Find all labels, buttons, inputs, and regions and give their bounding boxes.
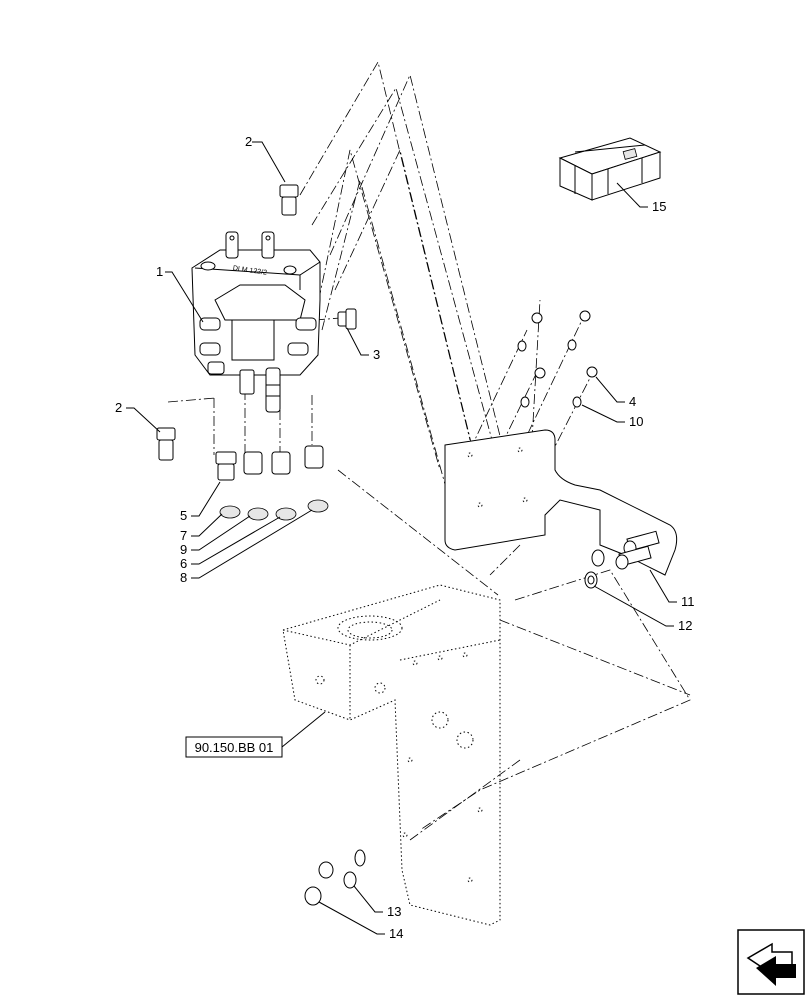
leader-lines [126, 141, 677, 935]
bolt-hardware [304, 849, 366, 906]
reference-box[interactable]: 90.150.BB 01 [185, 711, 326, 758]
callout-2-left[interactable]: 2 [115, 400, 122, 415]
bolt-14[interactable] [304, 886, 322, 906]
mounting-bracket [282, 584, 501, 926]
callout-10[interactable]: 10 [629, 414, 643, 429]
control-valve[interactable]: DLM 122/2 [191, 231, 321, 413]
plate-bracket [444, 429, 678, 576]
nut-4[interactable] [586, 366, 598, 378]
port-fittings [215, 445, 329, 521]
callout-labels: 2 1 3 2 5 7 9 6 8 4 10 11 12 13 14 15 [115, 134, 695, 941]
reference-label: 90.150.BB 01 [195, 740, 274, 755]
nuts-and-washers [517, 310, 598, 408]
fitting-side[interactable] [337, 308, 357, 330]
fitting-top[interactable] [279, 184, 299, 216]
callout-8[interactable]: 8 [180, 570, 187, 585]
callout-7[interactable]: 7 [180, 528, 187, 543]
cap-8[interactable] [307, 499, 329, 513]
cap-7[interactable] [219, 505, 241, 519]
callout-6[interactable]: 6 [180, 556, 187, 571]
callout-14[interactable]: 14 [389, 926, 403, 941]
callout-12[interactable]: 12 [678, 618, 692, 633]
callout-9[interactable]: 9 [180, 542, 187, 557]
cap-9[interactable] [247, 507, 269, 521]
washer-10[interactable] [572, 396, 582, 408]
cap-6[interactable] [275, 507, 297, 521]
callout-1[interactable]: 1 [156, 264, 163, 279]
fitting-left[interactable] [156, 427, 176, 461]
valve-marking: DLM 122/2 [232, 265, 267, 277]
next-page-arrow-icon[interactable] [737, 929, 805, 995]
callout-11[interactable]: 11 [681, 594, 695, 609]
callout-2-top[interactable]: 2 [245, 134, 252, 149]
callout-5[interactable]: 5 [180, 508, 187, 523]
callout-3[interactable]: 3 [373, 347, 380, 362]
spacers [584, 549, 605, 589]
washer-13[interactable] [343, 871, 357, 889]
kit-crate[interactable] [558, 137, 662, 201]
callout-15[interactable]: 15 [652, 199, 666, 214]
callout-13[interactable]: 13 [387, 904, 401, 919]
fitting-5[interactable] [215, 451, 237, 465]
washer-12[interactable] [584, 571, 598, 589]
callout-4[interactable]: 4 [629, 394, 636, 409]
